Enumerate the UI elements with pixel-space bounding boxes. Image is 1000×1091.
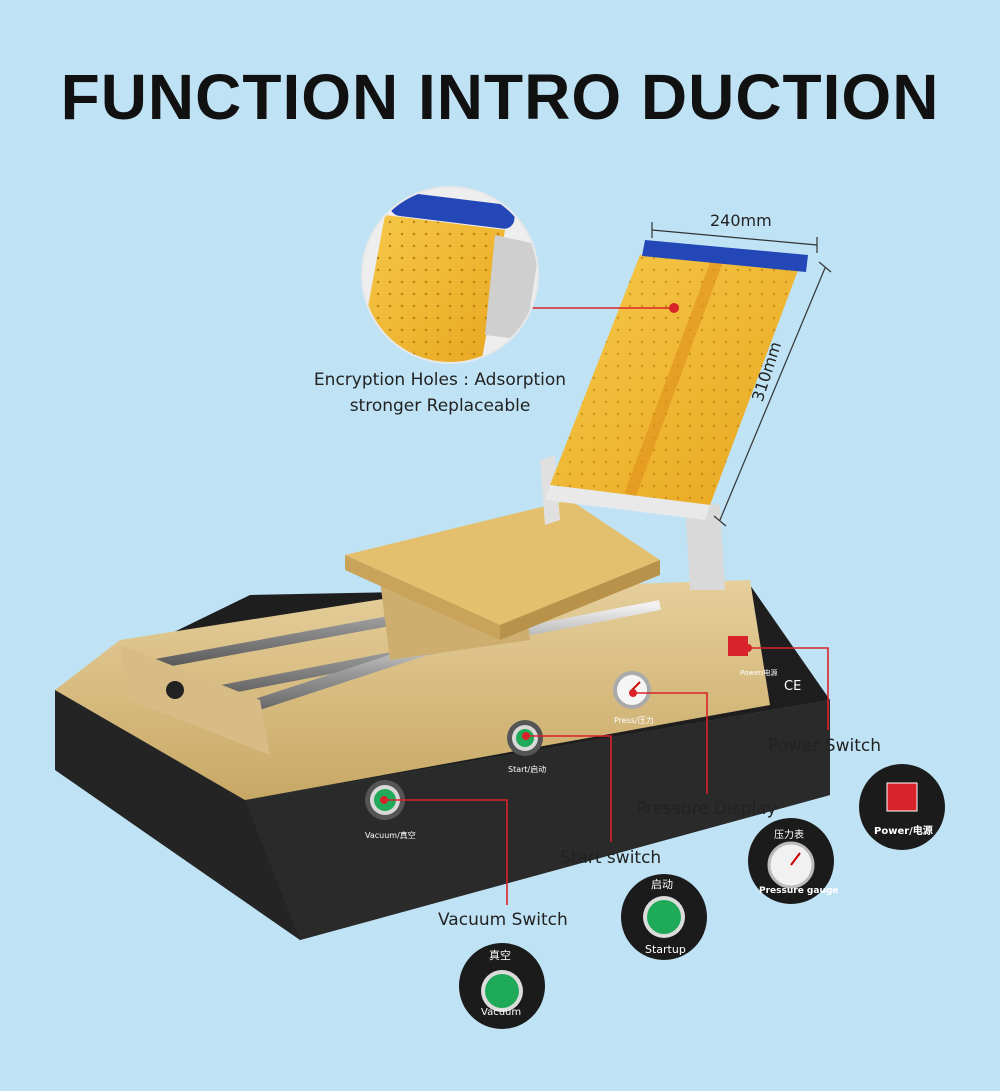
inset-start-top: 启动 — [651, 878, 673, 891]
inset-power-caption: Power/电源 — [874, 824, 933, 837]
dimension-lines — [651, 222, 832, 527]
machine-top-plate — [55, 580, 770, 800]
holes-callout: Encryption Holes : Adsorption stronger R… — [300, 367, 580, 419]
sliding-platform — [345, 500, 660, 625]
inset-vacuum-button: 真空 Vacuum — [459, 943, 545, 1029]
holes-callout-line1: Encryption Holes : Adsorption — [313, 370, 567, 390]
vacuum-switch-callout: Vacuum Switch — [438, 910, 568, 930]
end-stop-block — [120, 645, 270, 755]
panel-vacuum-label: Vacuum/真空 — [365, 830, 416, 840]
inset-power-switch: Power/电源 — [859, 764, 945, 850]
width-dimension-label: 240mm — [710, 211, 772, 230]
inset-start-bottom: Startup — [645, 943, 686, 956]
ce-mark: CE — [784, 679, 801, 694]
panel-start-label: Start/启动 — [508, 764, 546, 774]
panel-power-switch — [728, 636, 748, 656]
inset-vacuum-top: 真空 — [489, 948, 511, 962]
inset-start-button: 启动 Startup — [621, 874, 707, 960]
inset-pad-closeup — [361, 186, 539, 364]
page-title: FUNCTION INTRO DUCTION — [60, 61, 940, 133]
pad-blue-bar — [642, 240, 808, 272]
inset-vacuum-bottom: Vacuum — [481, 1007, 521, 1018]
callout-lines — [384, 307, 829, 905]
inset-pressure-top: 压力表 — [774, 828, 804, 841]
pressure-display-callout: Pressure Display — [636, 799, 777, 819]
roller-side-post — [685, 500, 725, 590]
power-switch-callout: Power Switch — [768, 736, 882, 756]
callout-dots — [380, 303, 752, 804]
inset-pressure-gauge: 压力表 Pressure gauge — [748, 818, 838, 904]
inset-pressure-bottom: Pressure gauge — [759, 886, 838, 896]
panel-pressure-label: Press/压力 — [614, 715, 654, 725]
holes-callout-line2: stronger Replaceable — [349, 396, 531, 416]
start-switch-callout: Start switch — [560, 848, 662, 868]
panel-power-label: Power/电源 — [740, 668, 778, 677]
